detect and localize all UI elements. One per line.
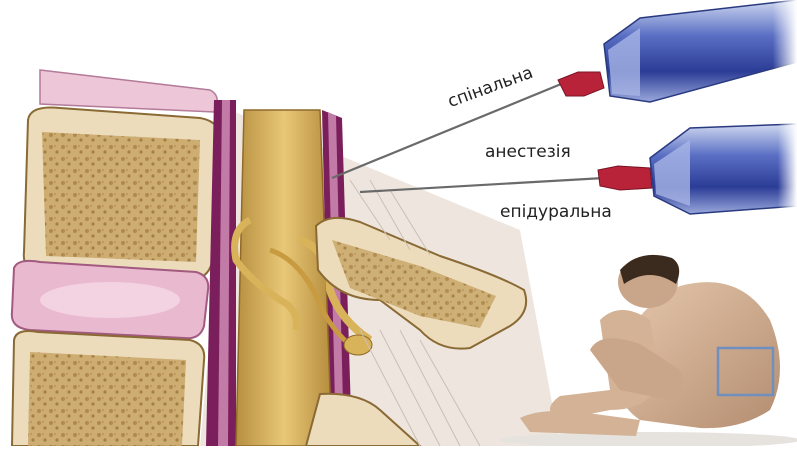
anesthesia-label: анестезія bbox=[485, 142, 571, 162]
epidural-label: епідуральна bbox=[500, 202, 612, 222]
syringe-icon bbox=[650, 120, 797, 220]
vertebral-body-bottom bbox=[12, 331, 204, 446]
vertebral-body-top bbox=[24, 108, 219, 281]
spine-illustration bbox=[12, 70, 620, 446]
syringe-icon bbox=[604, 0, 797, 110]
intervertebral-disc bbox=[12, 261, 208, 338]
